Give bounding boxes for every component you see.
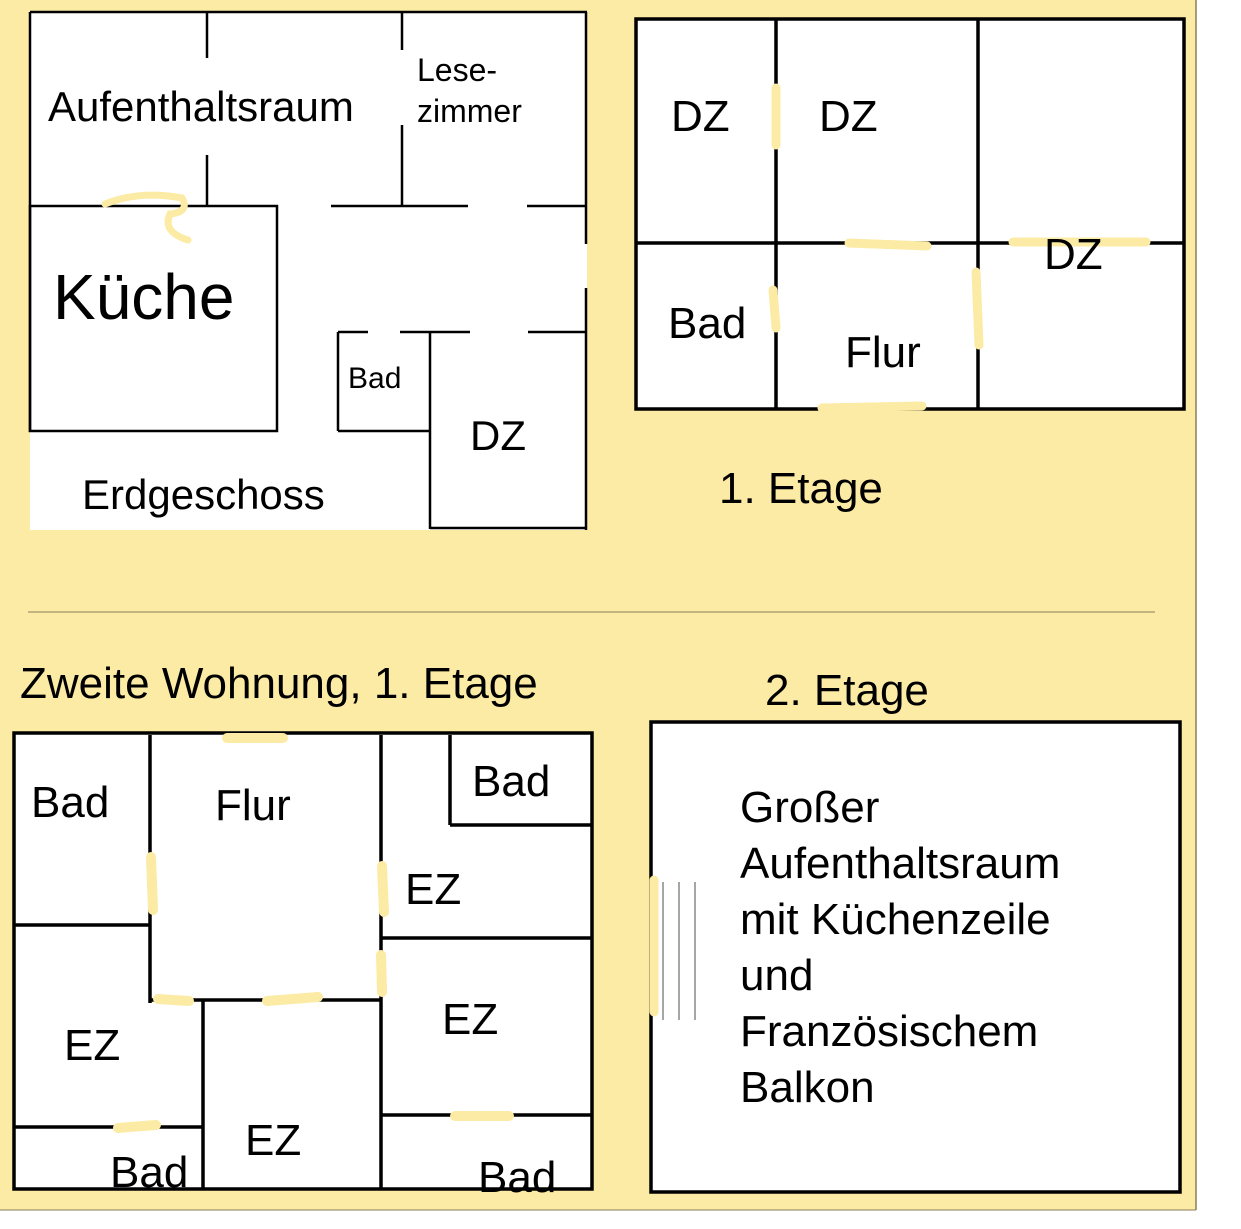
room-label-dz-top-left: DZ [671,92,730,141]
room-label-ez-right-upper: EZ [405,865,461,914]
room-label-lesezimmer-line2: zimmer [417,93,522,129]
second-apartment-door-marks [113,733,514,1133]
room-label-dz-right: DZ [1044,230,1103,279]
room-label-ez-left: EZ [64,1021,120,1070]
room-label-bad: Bad [348,362,401,395]
first-floor-area [636,19,1184,409]
description-line-3: mit Küchenzeile [740,895,1051,944]
first-floor-plan: DZ DZ DZ Bad Flur 1. Etage [634,17,1186,513]
first-floor-door-marks [768,83,1151,413]
ground-floor-walls [28,10,588,530]
room-label-ez-bottom-middle: EZ [245,1116,301,1165]
room-label-dz-top-middle: DZ [819,92,878,141]
description-line-4: und [740,951,813,1000]
description-line-6: Balkon [740,1063,875,1112]
second-apartment-walls [12,731,594,1191]
room-label-bad-bottom-left: Bad [110,1148,188,1197]
description-line-2: Aufenthaltsraum [740,839,1060,888]
room-label-flur: Flur [845,328,921,377]
second-floor-plan: 2. Etage Großer Aufenthaltsraum mit Küch… [649,666,1182,1194]
ground-floor-plan: Aufenthaltsraum Lese- zimmer Küche Bad D… [28,10,588,530]
description-line-1: Großer [740,783,879,832]
room-label-aufenthaltsraum: Aufenthaltsraum [48,83,354,130]
room-label-dz: DZ [470,412,526,459]
room-label-flur: Flur [215,781,291,830]
floor-title-1-etage: 1. Etage [719,464,883,513]
room-label-lesezimmer-line1: Lese- [417,52,497,88]
ground-floor-area [30,12,587,530]
description-line-5: Französischem [740,1007,1038,1056]
kueche-door-mark [101,191,192,244]
room-label-kueche: Küche [53,261,234,333]
floor-title-2-etage: 2. Etage [765,666,929,715]
floor-title-erdgeschoss: Erdgeschoss [82,471,325,518]
second-apartment-plan: Zweite Wohnung, 1. Etage [12,659,594,1202]
room-label-bad-top-left: Bad [31,778,109,827]
second-floor-area [651,722,1180,1192]
room-label-ez-right-lower: EZ [442,995,498,1044]
french-balcony-symbol [662,882,696,1020]
room-label-bad-top-right: Bad [472,757,550,806]
second-floor-description: Großer Aufenthaltsraum mit Küchenzeile u… [740,783,1060,1112]
room-label-bad: Bad [668,299,746,348]
room-label-bad-bottom-right: Bad [478,1153,556,1202]
floor-title-zweite-wohnung: Zweite Wohnung, 1. Etage [20,659,538,708]
